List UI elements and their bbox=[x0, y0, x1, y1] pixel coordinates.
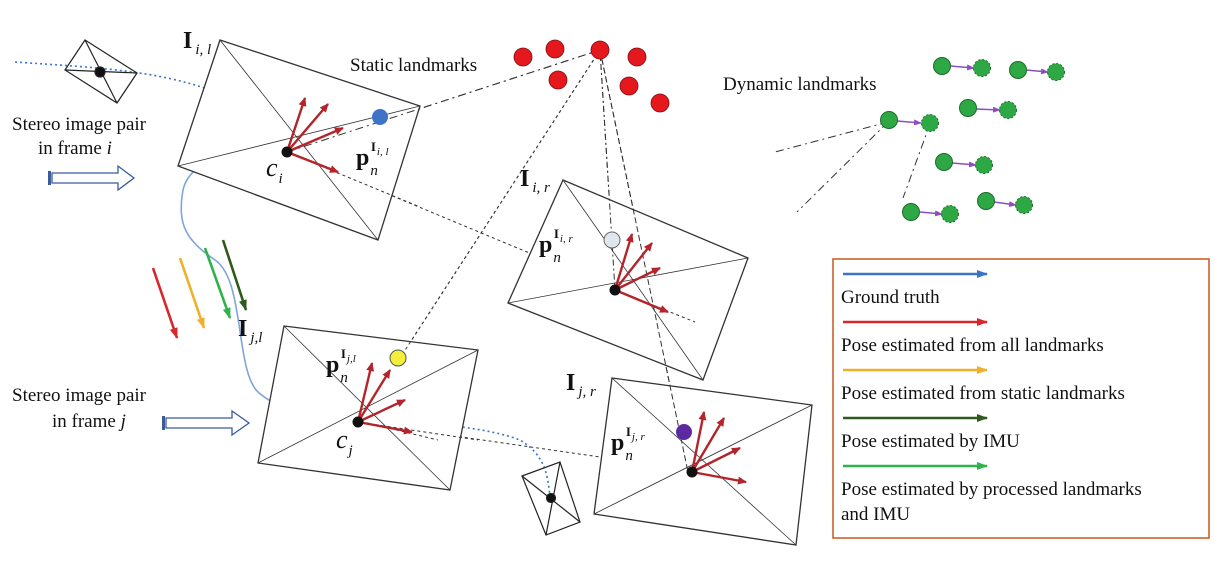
proj-label-jr: pnIj, r bbox=[611, 424, 645, 464]
camera-frustum-top bbox=[64, 39, 138, 104]
arrow-imu bbox=[221, 239, 248, 311]
dynamic-landmarks bbox=[880, 57, 1065, 223]
camera-center-jr bbox=[686, 466, 698, 478]
legend-label-4: Pose estimated by processed landmarks bbox=[841, 479, 1142, 500]
camera-label-ci: ci bbox=[266, 153, 283, 187]
proj-label-jl: pnIj,l bbox=[326, 346, 356, 386]
camera-axes-cj bbox=[356, 362, 413, 435]
camera-axes-jr bbox=[690, 411, 747, 485]
legend-label-1: Pose estimated from all landmarks bbox=[841, 335, 1104, 356]
ray-dynamic-1 bbox=[774, 121, 889, 153]
pose-estimate-arrows bbox=[151, 239, 248, 339]
image-plane-ir bbox=[507, 179, 749, 381]
legend-label-0: Ground truth bbox=[841, 287, 940, 308]
camera-trajectory-bottom bbox=[357, 420, 551, 499]
dynamic-landmarks-label: Dynamic landmarks bbox=[723, 74, 877, 95]
arrow-static-landmarks bbox=[178, 257, 206, 329]
arrow-all-landmarks bbox=[151, 267, 179, 339]
legend-label-3: Pose estimated by IMU bbox=[841, 431, 1020, 452]
projection-point-ir bbox=[603, 231, 621, 249]
stereo-j-label-line2: in frame j bbox=[52, 411, 126, 432]
proj-label-il: pnIi, l bbox=[356, 139, 389, 179]
camera-center-cj bbox=[352, 416, 364, 428]
camera-axes-ir bbox=[613, 233, 669, 314]
image-plane-il bbox=[177, 39, 421, 241]
stereo-input-arrow-j bbox=[162, 409, 251, 437]
arrow-processed bbox=[203, 247, 232, 319]
proj-label-ir: pnIi, r bbox=[539, 226, 573, 266]
static-landmarks-label: Static landmarks bbox=[350, 55, 477, 76]
projection-point-jl bbox=[389, 349, 407, 367]
projection-point-jr bbox=[676, 424, 692, 440]
stereo-i-label-line1: Stereo image pair bbox=[12, 114, 147, 135]
static-landmarks bbox=[513, 39, 670, 113]
image-plane-jr bbox=[593, 377, 813, 546]
camera-label-cj: cj bbox=[336, 425, 353, 459]
ray-dynamic-3 bbox=[902, 123, 931, 199]
camera-center-ir bbox=[609, 284, 621, 296]
legend-label-2: Pose estimated from static landmarks bbox=[841, 383, 1125, 404]
ray-dynamic-2 bbox=[796, 121, 889, 213]
stereo-input-arrow-i bbox=[48, 164, 136, 192]
stereo-i-label-line2: in frame i bbox=[38, 138, 112, 159]
stereo-j-label-line1: Stereo image pair bbox=[12, 385, 147, 406]
legend-label-4-line2: and IMU bbox=[841, 504, 910, 525]
camera-frustum-bottom bbox=[521, 461, 581, 536]
projection-point-il bbox=[372, 109, 388, 125]
camera-center-ci bbox=[281, 146, 293, 158]
legend-box bbox=[832, 258, 1210, 539]
camera-axes-ci bbox=[285, 97, 344, 174]
